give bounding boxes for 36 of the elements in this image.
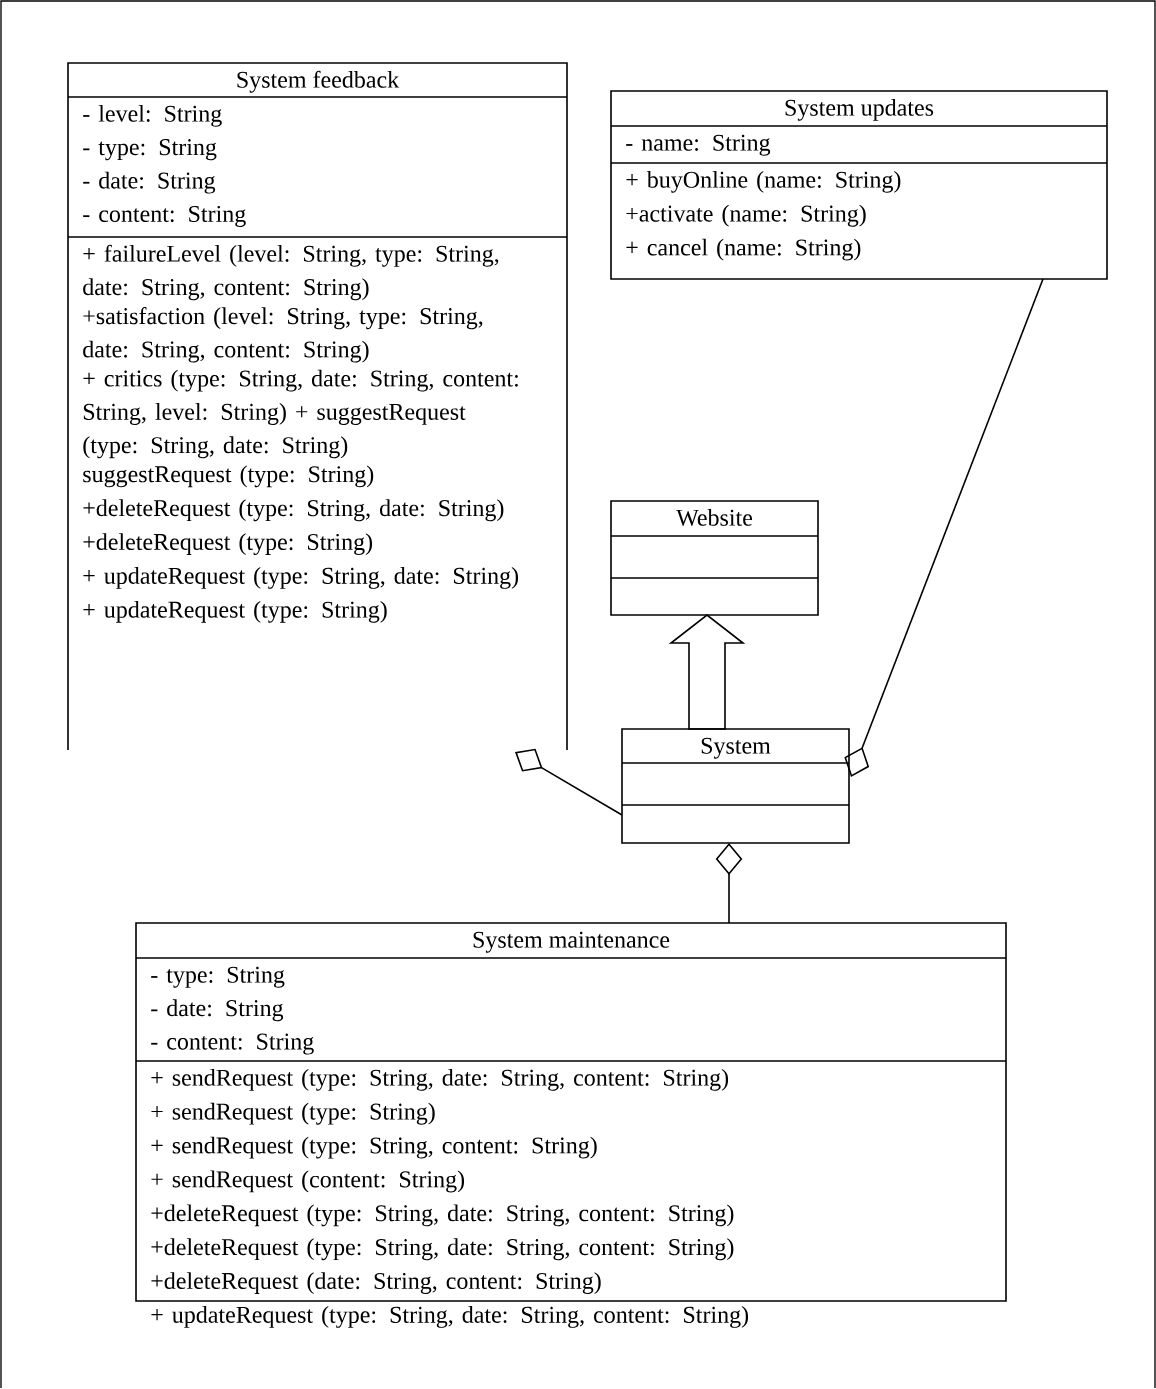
class-name: Website — [676, 508, 753, 526]
method-text: +satisfaction (level: String, type: String, date: String, content: String) — [83, 307, 483, 363]
class-name: System — [701, 737, 771, 759]
method-text: + sendRequest (type: String, content: String) — [151, 1136, 597, 1159]
method-text: + cancel (name: String) — [626, 238, 861, 261]
method-text: + buyOnline (name: String) — [626, 170, 901, 193]
method-text: + updateRequest (type: String, date: String) — [83, 567, 519, 589]
attribute-text: - name: String — [626, 134, 771, 156]
method-text: + updateRequest (type: String, date: String, content: String) — [151, 1306, 749, 1328]
aggregation-line — [844, 278, 1044, 777]
attribute-text: - date: String — [83, 171, 216, 194]
method-text: suggestRequest (type: String) — [83, 465, 374, 488]
method-text: +deleteRequest (type: String, date: String, content: String) — [151, 1204, 734, 1227]
aggregation-line — [515, 748, 623, 816]
class-name: System feedback — [237, 70, 400, 93]
method-text: + updateRequest (type: String) — [83, 600, 387, 623]
method-text: +deleteRequest (type: String, date: String) — [83, 499, 504, 522]
attribute-text: - content: String — [83, 205, 246, 227]
attribute-text: - date: String — [151, 999, 284, 1022]
method-text: + sendRequest (type: String) — [151, 1102, 435, 1125]
class-name: System maintenance — [473, 931, 670, 953]
attribute-text: - type: String — [151, 966, 285, 988]
method-text: + sendRequest (type: String, date: String, content: String) — [151, 1068, 729, 1091]
generalization-arrow — [668, 614, 746, 730]
method-text: + sendRequest (content: String) — [151, 1170, 465, 1193]
attribute-text: - content: String — [151, 1033, 314, 1055]
aggregation-line — [715, 843, 743, 924]
method-text: +deleteRequest (type: String) — [83, 533, 373, 555]
method-text: +activate (name: String) — [626, 204, 866, 227]
method-text: + critics (type: String, date: String, content: String, level: String) + suggestRequest (type: String, date: String) — [83, 369, 518, 459]
attribute-text: - level: String — [83, 104, 222, 127]
method-text: + failureLevel (level: String, type: String, date: String, content: String) — [83, 244, 499, 301]
attribute-text: - type: String — [83, 139, 217, 161]
method-text: +deleteRequest (type: String, date: String, content: String) — [151, 1238, 734, 1261]
method-text: +deleteRequest (date: String, content: String) — [151, 1272, 601, 1294]
class-name: System updates — [785, 98, 934, 121]
